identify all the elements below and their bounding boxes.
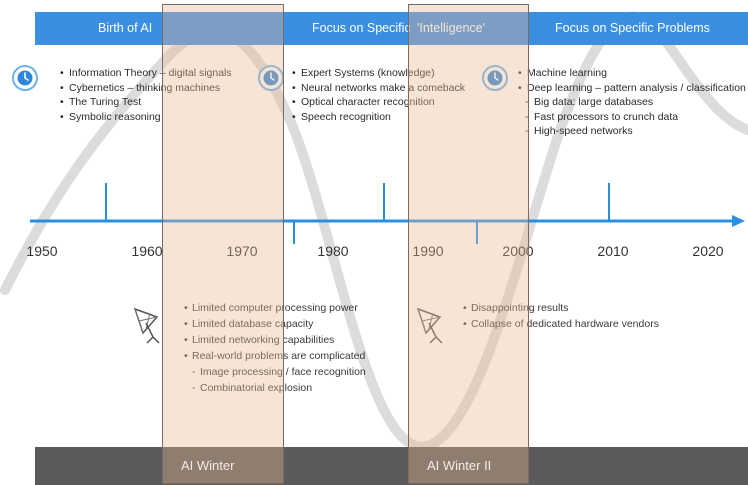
header-focus-intelligence-a: Focus on Specific [312, 21, 411, 35]
header-focus-intelligence-b: 'Intelligence' [417, 21, 486, 35]
ai-winter-highlight [162, 4, 284, 484]
header-focus-problems: Focus on Specific Problems [555, 21, 710, 35]
ai-winter-ii-label: AI Winter II [427, 458, 492, 473]
list-item: •Symbolic reasoning [60, 110, 161, 123]
list-subitem: -Big data: large databases [525, 96, 654, 108]
list-subitem: -Image processing / face recognition [192, 366, 366, 378]
list-subitem: -High-speed networks [525, 125, 633, 137]
list-item: •Limited networking capabilities [184, 334, 335, 346]
winter-2-list: •Disappointing results •Collapse of dedi… [463, 300, 659, 332]
header-birth-of-ai: Birth of AI [98, 21, 153, 35]
year-label-1950: 1950 [26, 243, 58, 259]
year-label-2020: 2020 [692, 243, 724, 259]
list-item: •Information Theory – digital signals [60, 67, 232, 79]
timeline-arrowhead [732, 215, 745, 227]
year-label-1990: 1990 [412, 243, 444, 259]
satellite-dish-icon [416, 307, 443, 344]
year-label-2010: 2010 [597, 243, 629, 259]
year-label-1980: 1980 [317, 243, 349, 259]
list-item: •Speech recognition [292, 110, 391, 123]
year-label-1960: 1960 [131, 243, 163, 259]
birth-era-list: •Information Theory – digital signals •C… [60, 66, 232, 124]
year-label-1970: 1970 [226, 243, 258, 259]
list-item: •Machine learning [518, 67, 607, 79]
footer-bar [35, 447, 748, 485]
list-item: •Collapse of dedicated hardware vendors [463, 318, 659, 330]
satellite-dish-icon [133, 307, 160, 344]
list-item: •Deep learning – pattern analysis / clas… [518, 81, 746, 94]
list-item: •Real-world problems are complicated [184, 350, 366, 362]
year-label-2000: 2000 [502, 243, 534, 259]
ai-winter-ii-highlight [408, 4, 529, 484]
header-bar [35, 12, 748, 45]
clock-icon [12, 65, 38, 91]
list-item: •Disappointing results [463, 302, 569, 314]
list-item: •Cybernetics – thinking machines [60, 81, 221, 94]
ai-winter-label: AI Winter [181, 458, 235, 473]
list-item: •Limited computer processing power [184, 302, 358, 314]
list-subitem: -Fast processors to crunch data [525, 110, 679, 123]
list-item: •Optical character recognition [292, 96, 435, 108]
list-item: •The Turing Test [60, 96, 142, 108]
intelligence-era-list: •Expert Systems (knowledge) •Neural netw… [292, 66, 465, 124]
list-item: •Expert Systems (knowledge) [292, 67, 435, 79]
list-item: •Neural networks make a comeback [292, 81, 465, 94]
clock-icon [482, 65, 508, 91]
list-subitem: -Combinatorial explosion [192, 382, 313, 394]
problems-era-list: •Machine learning •Deep learning – patte… [518, 66, 746, 139]
